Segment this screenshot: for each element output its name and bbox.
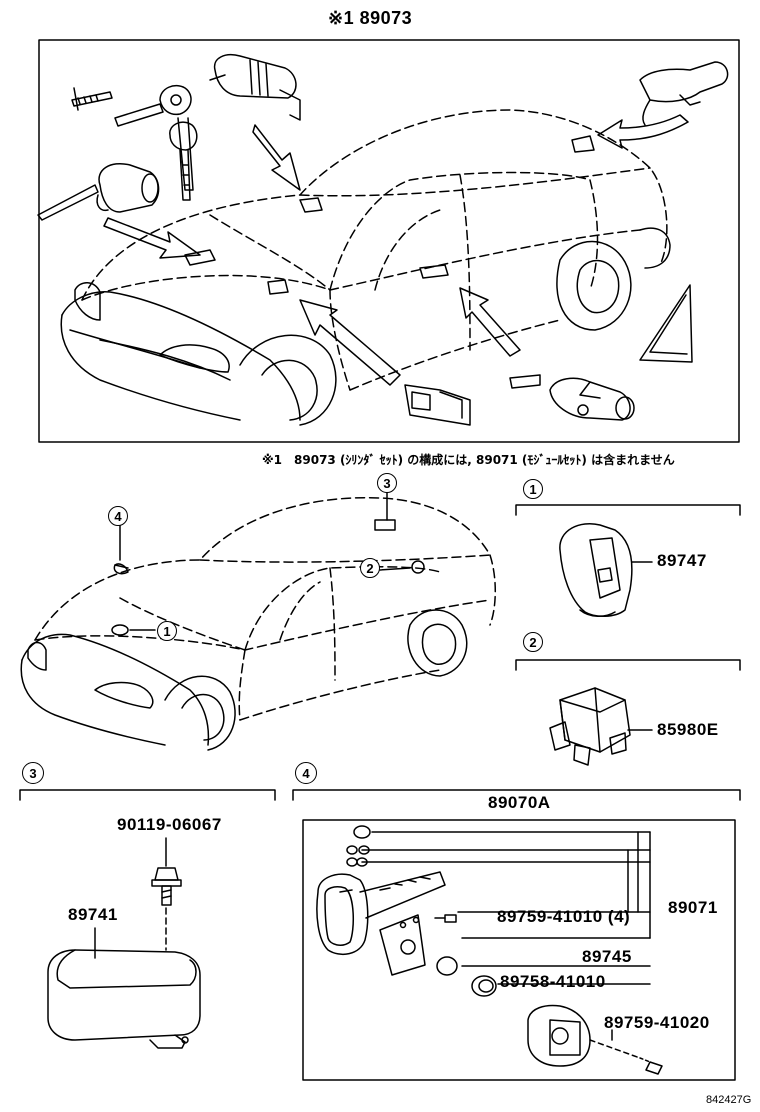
section-3-marker: 3	[22, 762, 44, 784]
switch-89747-icon	[559, 523, 633, 617]
section-2-bracket	[515, 659, 741, 671]
part-label-89745: 89745	[582, 947, 632, 966]
arrow-to-trunk	[252, 124, 301, 191]
trunk-lock-bottom-icon	[404, 384, 471, 426]
callout-marker-2: 2	[360, 558, 380, 578]
section-2-marker: 2	[523, 632, 543, 652]
section-3-bracket	[19, 789, 276, 801]
master-key-icon	[114, 84, 198, 201]
middle-car-outline	[34, 496, 497, 721]
callout-3-part	[374, 519, 396, 531]
door-cylinder-right-icon	[639, 61, 729, 126]
callout-4-leader	[114, 524, 129, 569]
rear-door-lock-spot	[571, 135, 595, 153]
trunk-lock-spot	[299, 197, 323, 213]
arrow-to-rear-handle	[459, 287, 521, 357]
top-car-outline	[81, 109, 668, 391]
screw-bottom-leader	[589, 1039, 641, 1059]
rubber-caps-icon	[346, 825, 371, 867]
front-door-spot	[267, 279, 289, 295]
module-bracket-lines	[361, 831, 651, 939]
door-cylinder-bottom-icon	[509, 374, 635, 421]
top-car-solid-lines	[60, 227, 671, 426]
rear-door-handle-spot	[419, 264, 449, 279]
composition-note: ※1 89073 (ｼﾘﾝﾀﾞ ｾｯﾄ) の構成には, 89071 (ﾓｼﾞｭｰ…	[262, 453, 675, 467]
section-4-bracket	[292, 789, 741, 801]
quarter-window-icon	[639, 284, 693, 363]
transponder-plate-89745-icon	[379, 914, 426, 976]
bolt-icon	[151, 867, 182, 906]
diagram-code: 842427G	[706, 1094, 752, 1106]
part-label-89759-41020: 89759-41020	[604, 1013, 710, 1032]
cover-plate-icon	[527, 1004, 591, 1067]
callout-2-leader	[379, 567, 411, 571]
chip-icon	[436, 956, 458, 976]
key-89070A-icon	[316, 871, 446, 956]
callout-marker-4: 4	[108, 506, 128, 526]
section-1-marker: 1	[523, 479, 543, 499]
part-label-85980E: 85980E	[657, 720, 719, 739]
trunk-cylinder-top-icon	[209, 54, 301, 121]
arrow-to-ignition	[103, 217, 201, 259]
arrow-to-rear-door	[597, 114, 689, 149]
part-label-89070A: 89070A	[488, 793, 551, 812]
part-label-89747: 89747	[657, 551, 707, 570]
callout-4-part	[113, 563, 129, 575]
washer-icon	[471, 975, 497, 997]
control-unit-89741-icon	[47, 949, 201, 1049]
arrow-to-front-door	[299, 299, 401, 386]
middle-car-solid-lines	[20, 609, 468, 751]
screw-bottom-icon	[639, 1057, 663, 1075]
part-label-89071: 89071	[668, 898, 718, 917]
key-blade-small-icon	[71, 87, 113, 111]
part-label-90119-06067: 90119-06067	[117, 815, 222, 834]
part-label-89741: 89741	[68, 905, 118, 924]
ignition-cylinder-icon	[37, 163, 160, 221]
callout-1-part	[111, 624, 129, 636]
ignition-spot	[184, 249, 216, 266]
callout-marker-3: 3	[377, 473, 397, 493]
part-label-89759-41010: 89759-41010 (4)	[497, 907, 631, 926]
section-4-inner-frame	[302, 819, 736, 1081]
switch-85980E-icon	[549, 687, 631, 766]
section-1-bracket	[515, 504, 741, 516]
page-title: ※1 89073	[328, 8, 413, 28]
part-label-89758-41010: 89758-41010	[500, 972, 606, 991]
screw-small-icon	[434, 914, 457, 923]
section-4-marker: 4	[295, 762, 317, 784]
callout-2-part	[411, 560, 425, 574]
top-frame	[38, 39, 740, 443]
callout-marker-1: 1	[157, 621, 177, 641]
